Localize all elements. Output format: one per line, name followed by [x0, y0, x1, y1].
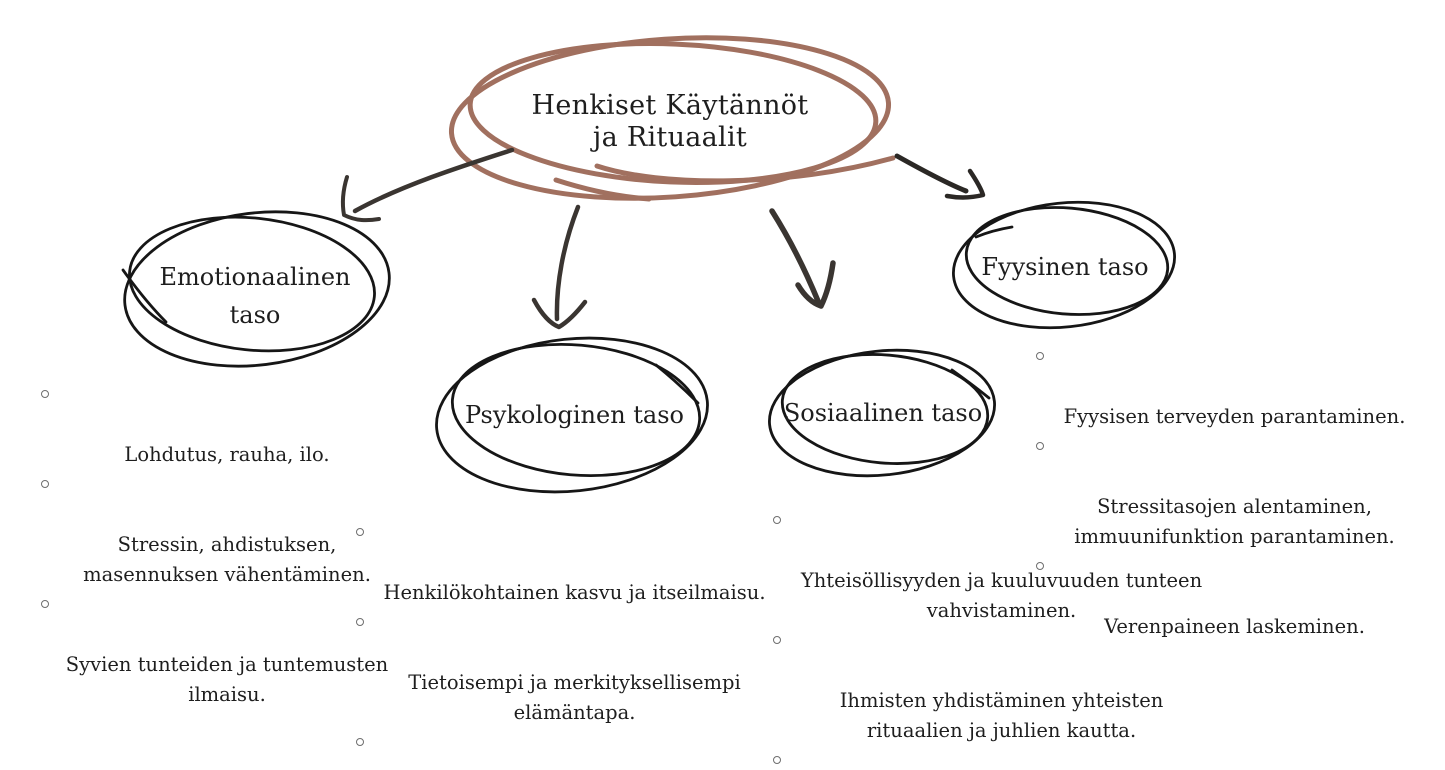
bullet-ring-icon [41, 600, 49, 608]
list-item-text: Yhteisöllisyyden ja kuuluvuuden tunteen … [800, 569, 1203, 622]
bullet-ring-icon [1036, 562, 1044, 570]
emotional-bullet-list: Lohdutus, rauha, ilo. Stressin, ahdistuk… [33, 380, 393, 710]
list-item: Verenpaineen laskeminen. [1028, 552, 1413, 642]
bullet-ring-icon [41, 390, 49, 398]
social-bullet-list: Yhteisöllisyyden ja kuuluvuuden tunteen … [765, 506, 1210, 770]
list-item-text: Verenpaineen laskeminen. [1104, 615, 1365, 638]
bullet-ring-icon [356, 618, 364, 626]
physical-bullet-list: Fyysisen terveyden parantaminen. Stressi… [1028, 342, 1413, 642]
bullet-ring-icon [773, 636, 781, 644]
bullet-ring-icon [356, 528, 364, 536]
bullet-ring-icon [773, 516, 781, 524]
list-item: Ihmisten yhdistäminen yhteisten rituaali… [765, 626, 1210, 746]
list-item: Stressitasojen alentaminen, immuunifunkt… [1028, 432, 1413, 552]
list-item: Yhteisöllisyyden ja kuuluvuuden tunteen … [765, 506, 1210, 626]
list-item: Tietoisempi ja merkityksellisempi elämän… [348, 608, 773, 728]
branch-node-social-title: Sosiaalinen taso [783, 399, 983, 427]
list-item: Tuki ja apu elämän siirtymävaiheissa. [765, 746, 1210, 770]
bullet-ring-icon [1036, 442, 1044, 450]
list-item-text: Henkilökohtainen kasvu ja itseilmaisu. [383, 581, 766, 604]
list-item: Sisäisten prosessien, vakaumusten, motiv… [348, 728, 773, 770]
branch-node-physical-title: Fyysinen taso [981, 253, 1149, 281]
list-item-text: Ihmisten yhdistäminen yhteisten rituaali… [839, 689, 1164, 742]
list-item-text: Fyysisen terveyden parantaminen. [1063, 405, 1406, 428]
center-node-title: Henkiset Käytännöt ja Rituaalit [531, 90, 809, 153]
list-item-text: Lohdutus, rauha, ilo. [124, 443, 330, 466]
list-item: Fyysisen terveyden parantaminen. [1028, 342, 1413, 432]
branch-node-psychological-title: Psykologinen taso [465, 401, 684, 429]
bullet-ring-icon [41, 480, 49, 488]
arrow-center-to-physical [894, 153, 986, 200]
bullet-ring-icon [1036, 352, 1044, 360]
list-item: Stressin, ahdistuksen, masennuksen vähen… [33, 470, 393, 590]
list-item: Lohdutus, rauha, ilo. [33, 380, 393, 470]
list-item-text: Tietoisempi ja merkityksellisempi elämän… [408, 671, 741, 724]
list-item-text: Syvien tunteiden ja tuntemusten ilmaisu. [65, 653, 389, 706]
arrow-center-to-psychological [531, 204, 588, 330]
arrow-center-to-social [769, 208, 836, 309]
list-item-text: Stressitasojen alentaminen, immuunifunkt… [1074, 495, 1395, 548]
arrow-center-to-emotional [341, 147, 515, 223]
list-item-text: Stressin, ahdistuksen, masennuksen vähen… [83, 533, 371, 586]
psychological-bullet-list: Henkilökohtainen kasvu ja itseilmaisu. T… [348, 518, 773, 770]
bullet-ring-icon [773, 756, 781, 764]
bullet-ring-icon [356, 738, 364, 746]
list-item: Syvien tunteiden ja tuntemusten ilmaisu. [33, 590, 393, 710]
list-item: Henkilökohtainen kasvu ja itseilmaisu. [348, 518, 773, 608]
branch-node-emotional-title: Emotionaalinen taso [159, 263, 351, 329]
